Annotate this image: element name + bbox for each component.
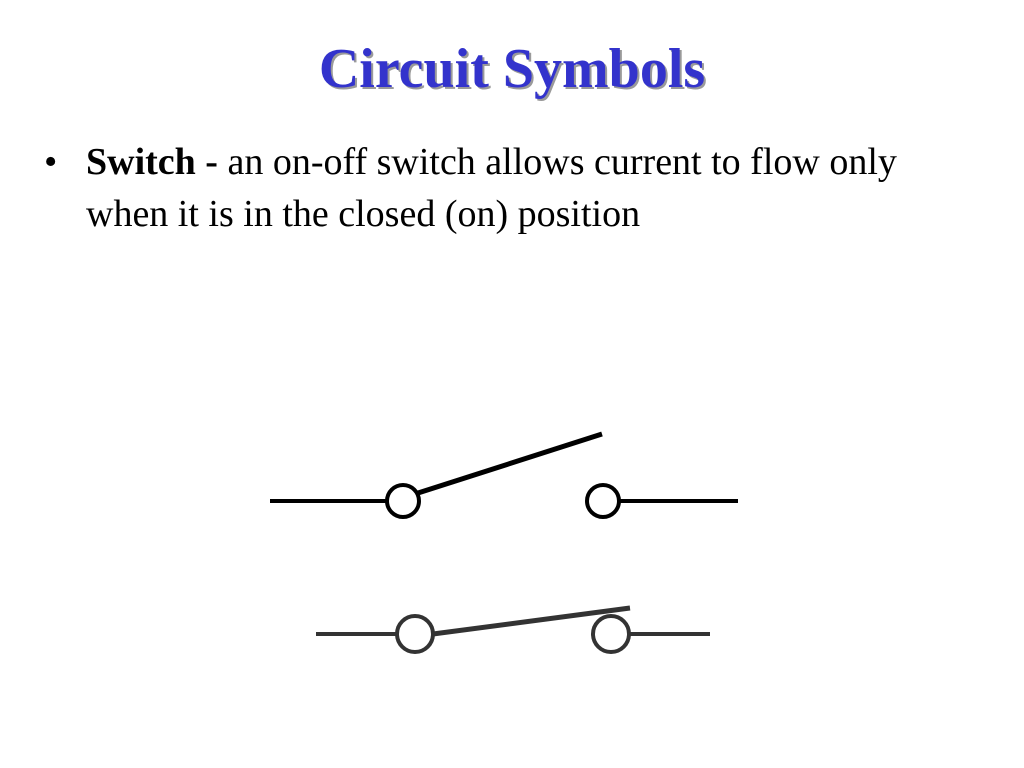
bullet-text: an on-off switch allows current to flow … <box>86 141 897 235</box>
slide-title: Circuit Symbols <box>318 38 706 100</box>
bullet-item: • Switch - an on-off switch allows curre… <box>42 136 972 240</box>
open-switch-symbol <box>270 431 738 519</box>
bullet-term: Switch - <box>86 141 218 183</box>
bullet-dot-icon: • <box>44 141 58 183</box>
open-switch-right-terminal <box>585 483 621 519</box>
bullet-list: • Switch - an on-off switch allows curre… <box>42 136 972 240</box>
closed-switch-symbol <box>316 605 710 654</box>
open-switch-blade <box>417 431 603 496</box>
closed-switch-blade <box>432 605 631 637</box>
closed-switch-left-terminal <box>395 614 435 654</box>
closed-switch-right-terminal <box>591 614 631 654</box>
open-switch-left-terminal <box>385 483 421 519</box>
